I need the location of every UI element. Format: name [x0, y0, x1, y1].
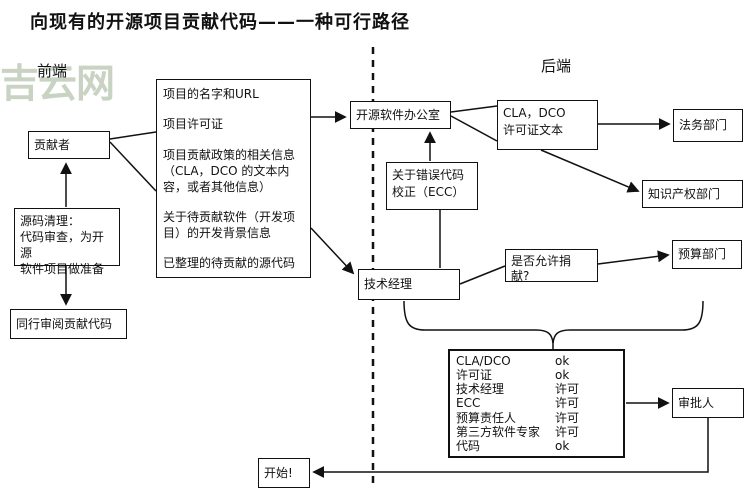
checklist-row: ECC 许可 [456, 396, 617, 410]
node-donation-question: 是否允许捐 献? [505, 249, 598, 283]
line-oss-to-cladco-top [450, 105, 498, 113]
checklist-row: 预算责任人 许可 [456, 411, 617, 425]
node-approver: 审批人 [672, 388, 744, 418]
checklist-row: 代码 ok [456, 439, 617, 453]
node-start-label: 开始! [264, 465, 293, 480]
info-item-background: 关于待贡献软件（开发项 目）的开发背景信息 [163, 209, 296, 240]
arrow-donation-q-to-budget [597, 250, 670, 265]
checklist-item-label: ECC [456, 396, 481, 411]
node-ip-dept: 知识产权部门 [642, 180, 743, 208]
info-item-contribution-policy: 项目贡献政策的相关信息 （CLA，DCO 的文本内 容，或者其他信息） [163, 147, 296, 194]
node-peer-review: 同行审阅贡献代码 [10, 309, 127, 339]
node-tech-manager: 技术经理 [358, 269, 460, 300]
node-ip-dept-label: 知识产权部门 [648, 186, 721, 201]
line-oss-to-cladco-bottom [450, 115, 498, 142]
line-techmgr-to-donation-q [459, 265, 506, 285]
approval-checklist: CLA/DCO ok 许可证 ok 技术经理 许可 ECC 许可 预算责任人 许… [448, 349, 625, 458]
node-peer-review-label: 同行审阅贡献代码 [16, 316, 113, 331]
node-cla-dco-text: CLA，DCO 许可证文本 [497, 100, 598, 150]
node-contributor-label: 贡献者 [34, 137, 71, 152]
node-ecc-label: 关于错误代码 校正（ECC） [392, 168, 465, 199]
checklist-item-status: 许可 [555, 424, 580, 439]
checklist-row: 许可证 ok [456, 368, 617, 382]
node-budget-dept: 预算部门 [672, 240, 742, 269]
arrow-cladco-to-ip-dept [540, 149, 640, 193]
node-legal-dept-label: 法务部门 [679, 118, 728, 132]
info-item-source-code: 已整理的待贡献的源代码 [163, 256, 296, 270]
node-ecc: 关于错误代码 校正（ECC） [386, 162, 478, 210]
checklist-item-status: ok [555, 438, 570, 453]
node-cla-dco-text-label: CLA，DCO 许可证文本 [503, 106, 566, 137]
node-oss-office: 开源软件办公室 [350, 101, 451, 129]
node-oss-office-label: 开源软件办公室 [356, 107, 441, 122]
checklist-item-status: 许可 [555, 410, 580, 425]
checklist-row: 技术经理 许可 [456, 382, 617, 396]
checklist-item-status: ok [555, 368, 570, 383]
checklist-item-label: 预算责任人 [456, 410, 517, 425]
checklist-item-label: CLA/DCO [456, 354, 511, 368]
line-contributor-to-info-top [109, 131, 157, 140]
checklist-item-label: 技术经理 [456, 382, 505, 397]
gather-brace [403, 300, 704, 344]
node-info-package: 项目的名字和URL 项目许可证 项目贡献政策的相关信息 （CLA，DCO 的文本… [156, 79, 311, 278]
zone-label-frontend: 前端 [37, 62, 68, 80]
arrow-approver-to-start [312, 418, 709, 478]
node-donation-question-label: 是否允许捐 献? [511, 254, 572, 283]
checklist-item-status: 许可 [555, 382, 580, 397]
checklist-item-label: 第三方软件专家 [456, 424, 541, 439]
node-approver-label: 审批人 [678, 395, 715, 410]
node-source-cleanup-label: 源码清理： 代码审查，为开源 软件项目做准备 [20, 214, 105, 276]
checklist-row: 第三方软件专家 许可 [456, 425, 617, 439]
checklist-row: CLA/DCO ok [456, 354, 617, 368]
checklist-item-status: 许可 [555, 396, 580, 411]
node-budget-dept-label: 预算部门 [678, 247, 727, 261]
node-start: 开始! [258, 458, 310, 488]
node-source-cleanup: 源码清理： 代码审查，为开源 软件项目做准备 [14, 208, 120, 276]
info-item-name-url: 项目的名字和URL [163, 87, 259, 101]
node-contributor: 贡献者 [28, 131, 110, 159]
checklist-item-label: 代码 [456, 438, 481, 453]
checklist-item-status: ok [555, 354, 570, 368]
line-contributor-to-info-bottom [109, 141, 157, 192]
watermark-logo: 吉云网 [0, 62, 115, 107]
info-item-license: 项目许可证 [163, 117, 224, 132]
diagram-title: 向现有的开源项目贡献代码——一种可行路径 [30, 12, 410, 33]
checklist-item-label: 许可证 [456, 368, 493, 383]
zone-label-backend: 后端 [541, 57, 572, 75]
arrow-info-to-tech-manager [310, 227, 355, 275]
node-tech-manager-label: 技术经理 [364, 277, 413, 291]
node-legal-dept: 法务部门 [673, 109, 743, 142]
